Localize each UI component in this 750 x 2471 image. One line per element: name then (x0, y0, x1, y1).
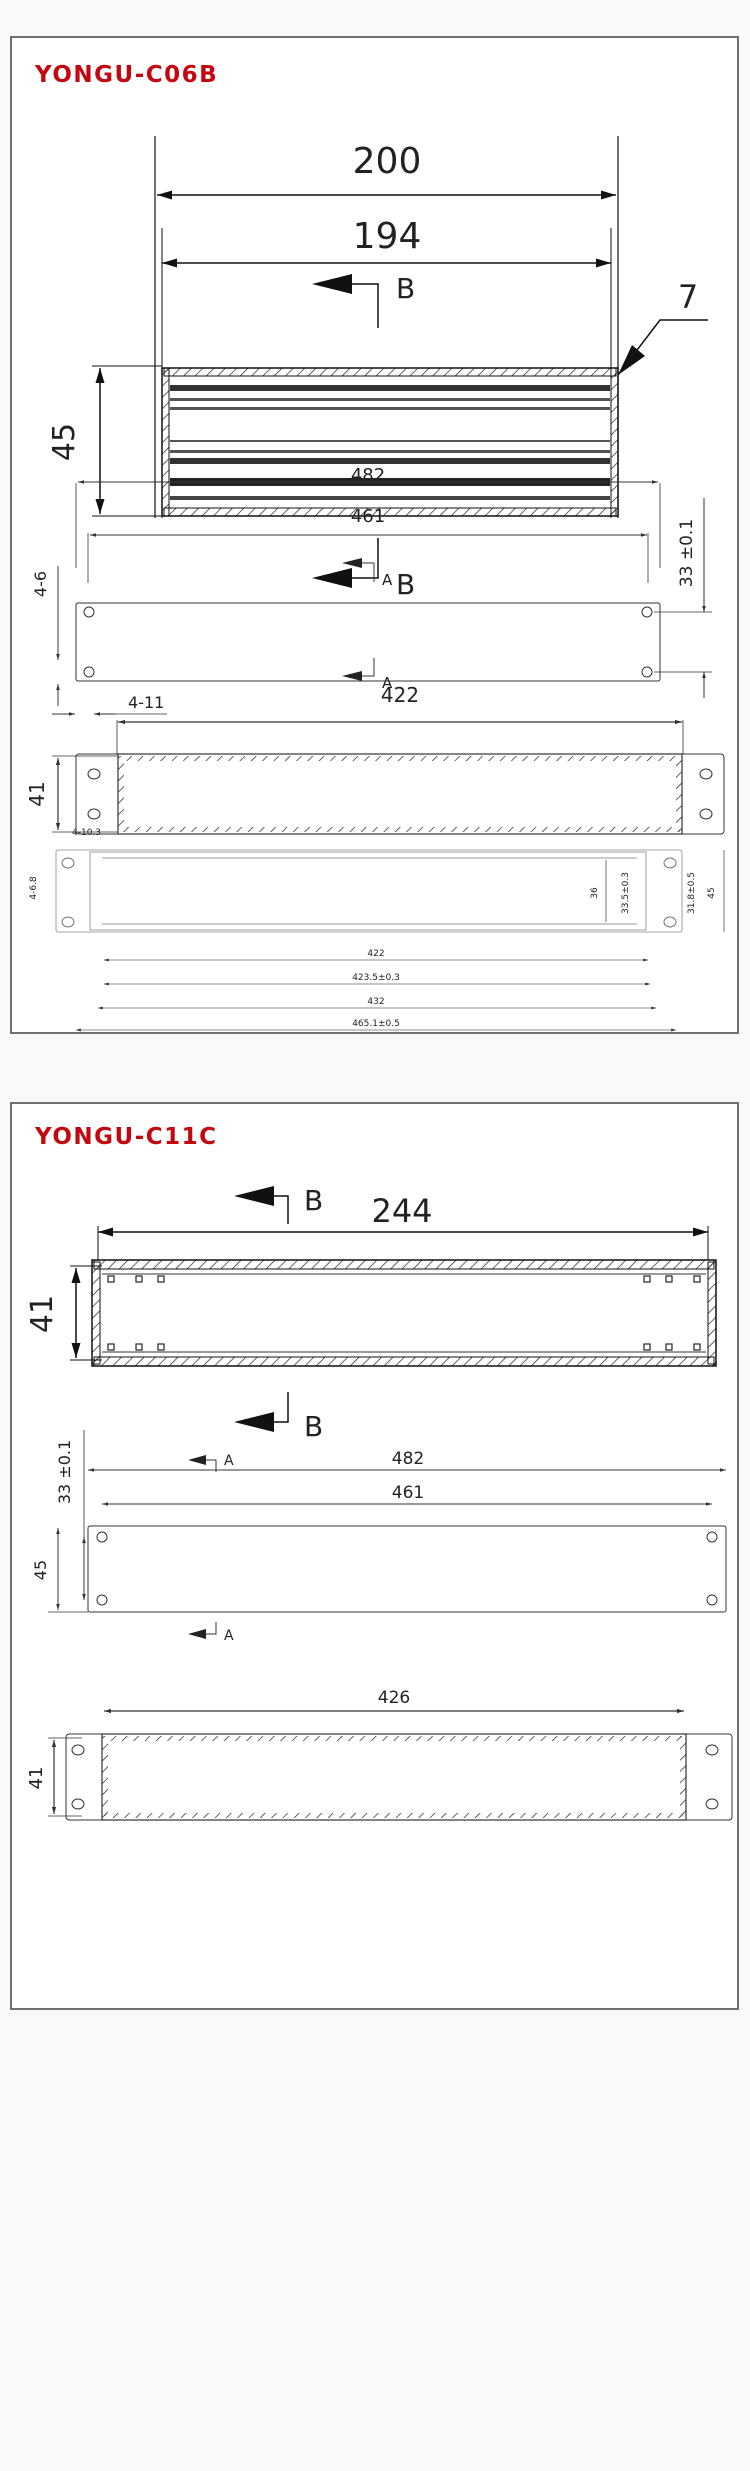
dim-hole-height: 33 ±0.1 (677, 519, 697, 587)
dim-w2: 432 (367, 997, 384, 1007)
dim-hole-height: 33 ±0.1 (55, 1440, 74, 1504)
dim-w1: 423.5±0.3 (352, 973, 400, 983)
dim-inner-width: 426 (378, 1688, 410, 1708)
front-view: A 482 461 33 ±0.1 45 A (31, 1430, 727, 1644)
top-view: 200 194 B B 45 (47, 136, 708, 601)
section-label-a-top: A (382, 571, 393, 589)
front-view: 482 461 A A 33 ±0.1 4-6 (31, 465, 712, 716)
dim-hole-spacing: 461 (392, 1483, 424, 1503)
detail-view: 4-10.3 4-6.8 36 33.5±0.3 31.8±0.5 45 422… (29, 828, 725, 1032)
dim-inner-h2: 33.5±0.3 (621, 872, 631, 914)
dim-section-height: 41 (25, 781, 49, 806)
dim-height: 45 (47, 423, 82, 461)
dim-height: 41 (25, 1295, 60, 1333)
section-label-a-bottom: A (382, 674, 393, 692)
dim-hole-dia: 4-6 (31, 571, 50, 597)
dim-panel-h: 45 (707, 887, 717, 898)
model-title: YONGU-C11C (35, 1124, 218, 1150)
dim-section-height: 41 (26, 1767, 47, 1790)
dim-lip: 7 (678, 278, 698, 316)
dim-w0: 422 (367, 949, 384, 959)
drawing-panel-c11c: YONGU-C11C B 244 (10, 1102, 739, 2010)
dim-slot-w: 4-10.3 (72, 828, 101, 838)
c11c-drawings: B 244 41 B (25, 1184, 733, 1821)
dim-hole-spacing: 461 (351, 506, 385, 527)
section-label-a-bottom: A (224, 1628, 234, 1644)
dim-inner-width: 422 (381, 683, 419, 707)
dim-hole-pitch: 31.8±0.5 (687, 872, 697, 914)
dim-inner-length: 194 (353, 216, 422, 257)
section-label-b-bottom: B (304, 1410, 323, 1443)
top-view: B 244 41 B (25, 1184, 717, 1443)
dim-slot: 4-11 (128, 693, 164, 712)
section-label-b-bottom: B (396, 568, 415, 601)
dim-overall-length: 200 (353, 141, 422, 182)
dim-panel-h: 45 (31, 1560, 50, 1580)
drawing-panel-c06b: YONGU-C06B 200 194 B (10, 36, 739, 1034)
dim-w3: 465.1±0.5 (352, 1019, 400, 1029)
section-label-a-top: A (224, 1453, 234, 1469)
dim-slot-h: 4-6.8 (29, 876, 39, 900)
c06b-drawings: 200 194 B B 45 (25, 136, 725, 1032)
dim-width: 482 (392, 1449, 424, 1469)
section-view: 426 41 (26, 1688, 733, 1821)
dim-overall-length: 244 (371, 1192, 432, 1230)
model-title: YONGU-C06B (35, 62, 219, 88)
dim-width: 482 (351, 465, 385, 486)
section-view: 422 41 (25, 683, 725, 835)
section-label-b-top: B (396, 272, 415, 305)
dim-inner-h: 36 (590, 887, 600, 899)
section-label-b-top: B (304, 1184, 323, 1217)
